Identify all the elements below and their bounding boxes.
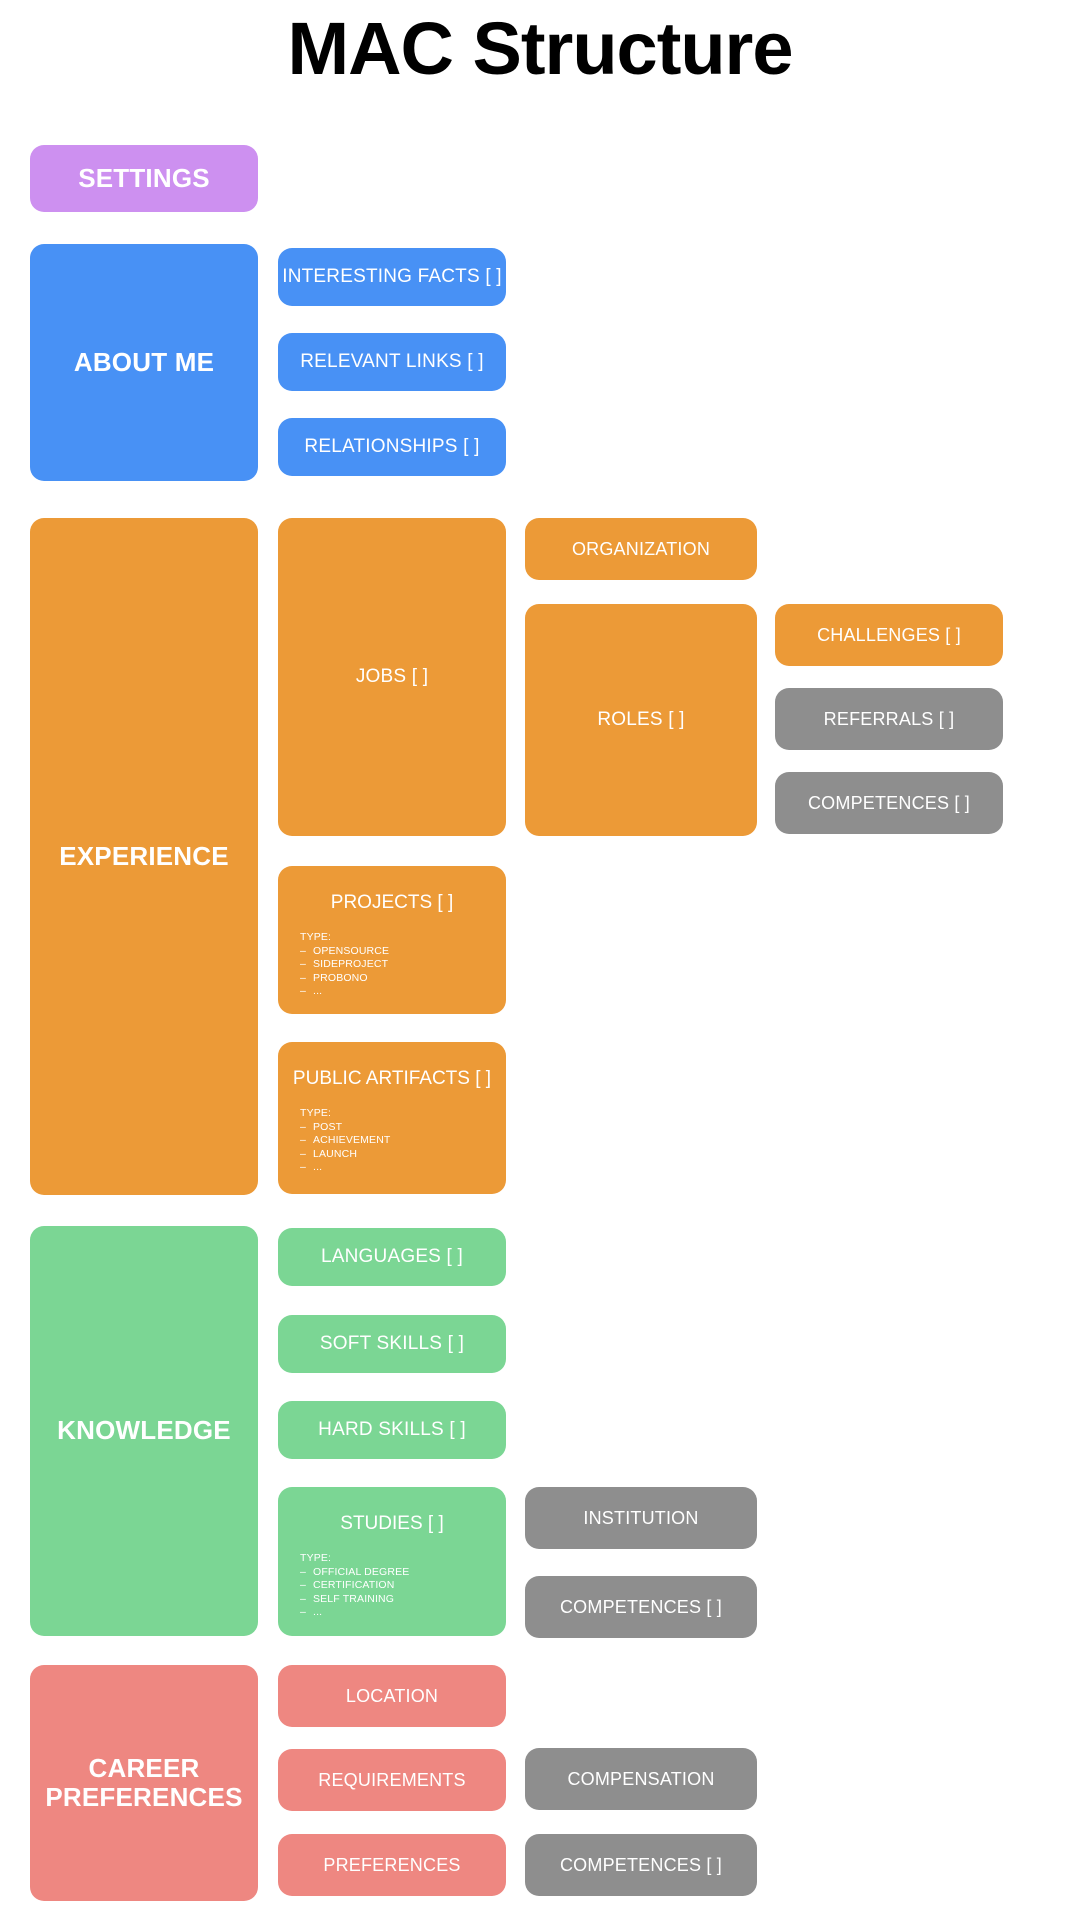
node-organization[interactable]: ORGANIZATION — [525, 518, 757, 580]
public-artifacts-type-item-label: ACHIEVEMENT — [313, 1134, 391, 1147]
public-artifacts-type-item-label: ... — [313, 1161, 323, 1174]
projects-type-heading: TYPE: — [300, 931, 332, 944]
studies-type-heading: TYPE: — [300, 1552, 332, 1565]
node-studies[interactable]: STUDIES [ ] TYPE: –OFFICIAL DEGREE –CERT… — [278, 1487, 506, 1636]
node-career-preferences-line2: PREFERENCES — [45, 1782, 243, 1812]
studies-type-item: –SELF TRAINING — [300, 1592, 395, 1605]
node-relationships[interactable]: RELATIONSHIPS [ ] — [278, 418, 506, 476]
node-location-label: LOCATION — [345, 1685, 439, 1706]
projects-type-item-label: ... — [313, 985, 323, 998]
node-location[interactable]: LOCATION — [278, 1665, 506, 1727]
public-artifacts-type-item: –LAUNCH — [300, 1147, 358, 1160]
public-artifacts-type-heading: TYPE: — [300, 1107, 332, 1120]
node-public-artifacts-label: PUBLIC ARTIFACTS [ ] — [292, 1068, 492, 1089]
node-relationships-label: RELATIONSHIPS [ ] — [304, 436, 480, 458]
studies-type-item-label: OFFICIAL DEGREE — [313, 1565, 410, 1578]
node-about-me-label: ABOUT ME — [73, 346, 215, 377]
node-compensation-label: COMPENSATION — [567, 1768, 715, 1789]
node-career-preferences[interactable]: CAREER PREFERENCES — [30, 1665, 258, 1901]
node-organization-label: ORGANIZATION — [571, 538, 711, 559]
node-interesting-facts[interactable]: INTERESTING FACTS [ ] — [278, 248, 506, 306]
node-jobs-label: JOBS [ ] — [355, 666, 429, 688]
node-competences-experience[interactable]: COMPETENCES [ ] — [775, 772, 1003, 834]
studies-type-item: –OFFICIAL DEGREE — [300, 1565, 410, 1578]
public-artifacts-type-item: –... — [300, 1161, 323, 1174]
public-artifacts-type-item: –POST — [300, 1120, 343, 1133]
node-compensation[interactable]: COMPENSATION — [525, 1748, 757, 1810]
node-competences-career[interactable]: COMPETENCES [ ] — [525, 1834, 757, 1896]
node-projects-label: PROJECTS [ ] — [330, 892, 454, 913]
node-knowledge[interactable]: KNOWLEDGE — [30, 1226, 258, 1636]
node-requirements[interactable]: REQUIREMENTS — [278, 1749, 506, 1811]
node-referrals[interactable]: REFERRALS [ ] — [775, 688, 1003, 750]
node-competences-career-label: COMPETENCES [ ] — [559, 1854, 723, 1875]
node-institution-label: INSTITUTION — [583, 1507, 699, 1528]
projects-type-item: –SIDEPROJECT — [300, 958, 389, 971]
node-competences-knowledge-label: COMPETENCES [ ] — [559, 1596, 723, 1617]
node-requirements-label: REQUIREMENTS — [318, 1769, 466, 1790]
studies-type-item-label: ... — [313, 1606, 323, 1619]
node-institution[interactable]: INSTITUTION — [525, 1487, 757, 1549]
projects-type-list: TYPE: –OPENSOURCE –SIDEPROJECT –PROBONO … — [300, 931, 506, 998]
node-studies-label: STUDIES [ ] — [340, 1513, 444, 1534]
studies-type-item: –CERTIFICATION — [300, 1579, 395, 1592]
node-hard-skills-label: HARD SKILLS [ ] — [318, 1419, 466, 1441]
node-preferences-label: PREFERENCES — [323, 1854, 461, 1875]
node-relevant-links-label: RELEVANT LINKS [ ] — [300, 351, 484, 373]
node-competences-knowledge[interactable]: COMPETENCES [ ] — [525, 1576, 757, 1638]
studies-type-list: TYPE: –OFFICIAL DEGREE –CERTIFICATION –S… — [300, 1552, 506, 1619]
projects-type-item-label: SIDEPROJECT — [313, 958, 389, 971]
public-artifacts-type-item-label: POST — [313, 1120, 343, 1133]
node-settings-label: SETTINGS — [78, 162, 210, 193]
public-artifacts-type-item: –ACHIEVEMENT — [300, 1134, 391, 1147]
projects-type-item: –PROBONO — [300, 971, 368, 984]
node-experience[interactable]: EXPERIENCE — [30, 518, 258, 1195]
node-competences-experience-label: COMPETENCES [ ] — [807, 792, 971, 813]
public-artifacts-type-list: TYPE: –POST –ACHIEVEMENT –LAUNCH –... — [300, 1107, 506, 1174]
node-challenges[interactable]: CHALLENGES [ ] — [775, 604, 1003, 666]
node-referrals-label: REFERRALS [ ] — [823, 708, 955, 729]
node-soft-skills-label: SOFT SKILLS [ ] — [319, 1333, 465, 1355]
projects-type-item: –... — [300, 985, 323, 998]
projects-type-item-label: PROBONO — [313, 971, 368, 984]
projects-type-item: –OPENSOURCE — [300, 944, 390, 957]
node-career-preferences-line1: CAREER — [88, 1752, 200, 1783]
node-preferences[interactable]: PREFERENCES — [278, 1834, 506, 1896]
node-about-me[interactable]: ABOUT ME — [30, 244, 258, 481]
page-title: MAC Structure — [287, 7, 793, 90]
studies-type-item: –... — [300, 1606, 323, 1619]
node-soft-skills[interactable]: SOFT SKILLS [ ] — [278, 1315, 506, 1373]
node-experience-label: EXPERIENCE — [59, 840, 229, 871]
node-public-artifacts[interactable]: PUBLIC ARTIFACTS [ ] TYPE: –POST –ACHIEV… — [278, 1042, 506, 1194]
node-interesting-facts-label: INTERESTING FACTS [ ] — [282, 266, 502, 288]
node-roles-label: ROLES [ ] — [597, 709, 685, 731]
node-settings[interactable]: SETTINGS — [30, 145, 258, 212]
node-languages-label: LANGUAGES [ ] — [321, 1246, 463, 1268]
node-hard-skills[interactable]: HARD SKILLS [ ] — [278, 1401, 506, 1459]
public-artifacts-type-item-label: LAUNCH — [313, 1147, 358, 1160]
studies-type-item-label: CERTIFICATION — [313, 1579, 395, 1592]
node-relevant-links[interactable]: RELEVANT LINKS [ ] — [278, 333, 506, 391]
node-knowledge-label: KNOWLEDGE — [57, 1415, 231, 1446]
node-challenges-label: CHALLENGES [ ] — [817, 624, 961, 645]
node-projects[interactable]: PROJECTS [ ] TYPE: –OPENSOURCE –SIDEPROJ… — [278, 866, 506, 1014]
node-languages[interactable]: LANGUAGES [ ] — [278, 1228, 506, 1286]
node-jobs[interactable]: JOBS [ ] — [278, 518, 506, 836]
studies-type-item-label: SELF TRAINING — [313, 1592, 395, 1605]
projects-type-item-label: OPENSOURCE — [313, 944, 390, 957]
node-roles[interactable]: ROLES [ ] — [525, 604, 757, 836]
